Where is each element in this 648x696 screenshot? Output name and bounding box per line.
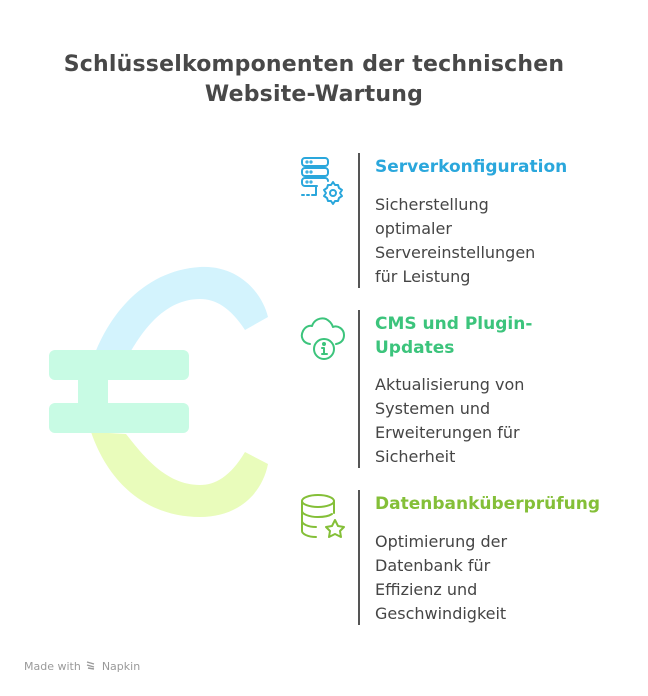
- description-line: Sicherstellung: [375, 195, 489, 214]
- divider-line: [358, 310, 360, 468]
- component-cms-updates: CMS und Plugin- Updates Aktualisierung v…: [298, 310, 638, 470]
- description-line: Servereinstellungen: [375, 243, 536, 262]
- divider-line: [358, 153, 360, 288]
- component-description: Aktualisierung von Systemen und Erweiter…: [375, 373, 585, 469]
- title-line-1: Schlüsselkomponenten der technischen: [63, 52, 565, 77]
- description-line: Sicherheit: [375, 447, 456, 466]
- server-gear-icon: [301, 157, 343, 205]
- database-star-icon: [301, 494, 345, 538]
- euro-sign-icon: [49, 266, 268, 517]
- napkin-logo-icon: [86, 660, 96, 673]
- component-heading: Serverkonfiguration: [375, 157, 568, 177]
- divider-line: [358, 490, 360, 625]
- heading-line: Updates: [375, 338, 455, 358]
- description-line: Effizienz und: [375, 580, 478, 599]
- made-with-label: Made with: [24, 660, 81, 673]
- component-description: Optimierung der Datenbank für Effizienz …: [375, 530, 585, 626]
- made-with-napkin: Made with Napkin: [24, 660, 140, 673]
- component-serverkonfiguration: Serverkonfiguration Sicherstellung optim…: [298, 153, 638, 293]
- component-datenbank: Datenbanküberprüfung Optimierung der Dat…: [298, 490, 638, 630]
- component-heading: CMS und Plugin- Updates: [375, 312, 635, 360]
- napkin-brand-label: Napkin: [101, 660, 141, 673]
- description-line: Erweiterungen für: [375, 423, 520, 442]
- heading-line: CMS und Plugin-: [375, 314, 533, 334]
- description-line: Datenbank für: [375, 556, 491, 575]
- description-line: für Leistung: [375, 267, 471, 286]
- component-description: Sicherstellung optimaler Servereinstellu…: [375, 193, 585, 289]
- page-title: Schlüsselkomponenten der technischen Web…: [0, 50, 628, 110]
- description-line: optimaler: [375, 219, 452, 238]
- description-line: Geschwindigkeit: [375, 604, 507, 623]
- description-line: Systemen und: [375, 399, 491, 418]
- title-line-2: Website-Wartung: [204, 82, 424, 107]
- cloud-info-icon: [300, 317, 345, 360]
- description-line: Optimierung der: [375, 532, 508, 551]
- description-line: Aktualisierung von: [375, 375, 525, 394]
- component-heading: Datenbanküberprüfung: [375, 494, 601, 514]
